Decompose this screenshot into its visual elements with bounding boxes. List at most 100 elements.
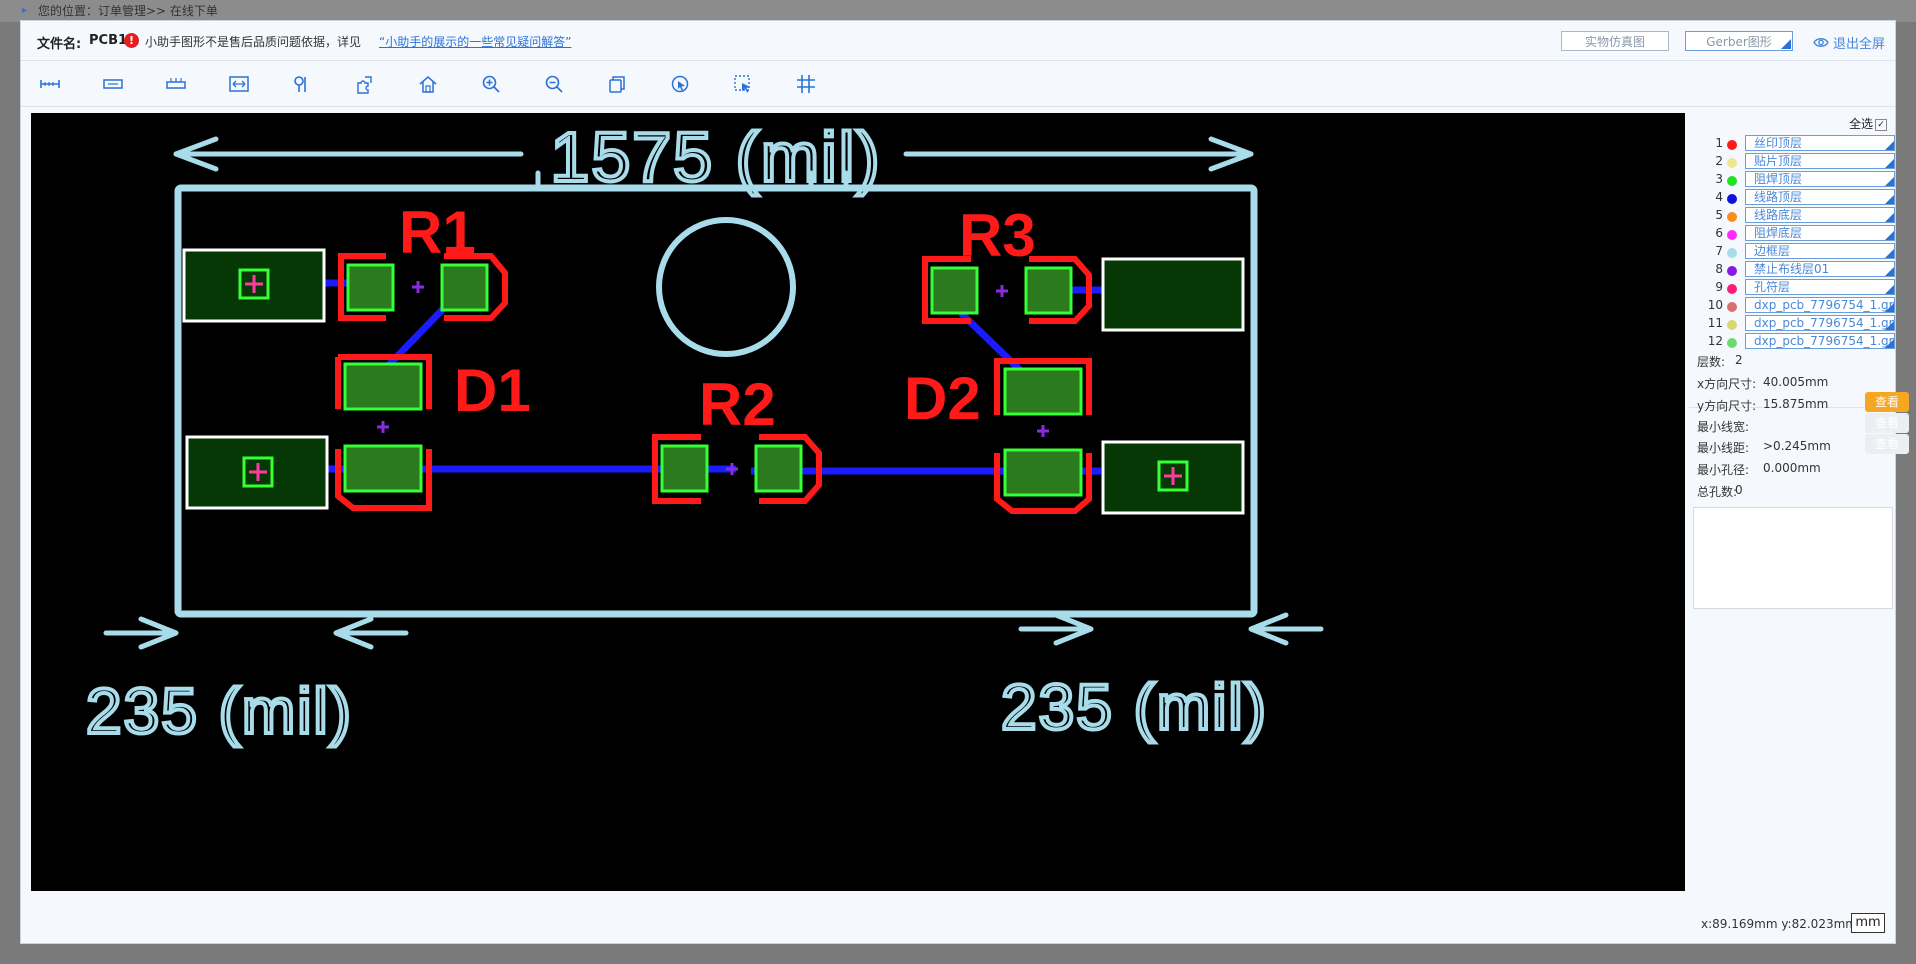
pin-icon[interactable] (291, 73, 313, 95)
layer-select[interactable]: 丝印顶层 (1745, 135, 1895, 151)
layer-row[interactable]: 4 线路顶层 (1689, 187, 1897, 209)
select-all-toggle[interactable]: 全选✓ (1849, 115, 1888, 132)
file-name: PCB1 (89, 33, 128, 48)
layer-row[interactable]: 12 dxp_pcb_7796754_1.gpt (1689, 331, 1897, 353)
view-min-width-button[interactable]: 查看 (1865, 413, 1909, 433)
layer-number: 12 (1707, 334, 1723, 348)
info-min-width: 最小线宽: (1697, 418, 1749, 435)
view-y-size-button[interactable]: 查看 (1865, 392, 1909, 412)
connector-pad-right-bottom (1101, 440, 1245, 515)
corner-mark-icon (1885, 231, 1894, 240)
layer-select[interactable]: 阻焊底层 (1745, 225, 1895, 241)
layer-select[interactable]: 线路底层 (1745, 207, 1895, 223)
home-icon[interactable] (417, 73, 439, 95)
layer-row[interactable]: 9 孔符层 (1689, 277, 1897, 299)
breadcrumb: ▸ 您的位置：订单管理>> 在线下单 (0, 0, 1916, 22)
zoom-out-icon[interactable] (543, 73, 565, 95)
corner-mark-icon (1885, 195, 1894, 204)
info-min-gap: 最小线距: >0.245mm (1697, 439, 1831, 456)
layer-select[interactable]: dxp_pcb_7796754_1.gpb (1745, 297, 1895, 313)
info-x-size-label: x方向尺寸: (1697, 377, 1757, 391)
info-min-hole: 最小孔径: 0.000mm (1697, 461, 1821, 478)
layer-name: 阻焊底层 (1754, 226, 1803, 240)
layer-number: 6 (1715, 226, 1723, 240)
layer-select[interactable]: 线路顶层 (1745, 189, 1895, 205)
gerber-view-button[interactable]: Gerber图形 (1685, 31, 1793, 51)
layer-row[interactable]: 2 贴片顶层 (1689, 151, 1897, 173)
label-r3: R3 (959, 202, 1036, 269)
faq-link[interactable]: “小助手的展示的一些常见疑问解答” (379, 35, 572, 49)
layer-row[interactable]: 6 阻焊底层 (1689, 223, 1897, 245)
connector-pad-left-bottom (185, 435, 329, 510)
measure-width-icon[interactable] (165, 73, 187, 95)
notes-box[interactable] (1693, 507, 1893, 609)
component-d1 (335, 354, 432, 511)
layer-number: 4 (1715, 190, 1723, 204)
layer-color-dot (1727, 230, 1737, 240)
layer-select[interactable]: dxp_pcb_7796754_1.gpt (1745, 315, 1895, 331)
board-outline (174, 184, 1258, 618)
corner-mark-icon (1781, 39, 1791, 49)
layer-name: dxp_pcb_7796754_1.gpt (1754, 316, 1895, 330)
layer-name: 线路底层 (1754, 208, 1803, 222)
info-min-gap-value: >0.245mm (1763, 439, 1831, 453)
layer-color-dot (1727, 320, 1737, 330)
layer-select[interactable]: dxp_pcb_7796754_1.gpt (1745, 333, 1895, 349)
info-layers-value: 2 (1735, 353, 1743, 367)
layer-row[interactable]: 5 线路底层 (1689, 205, 1897, 227)
layer-name: 丝印顶层 (1754, 136, 1803, 150)
real-simulation-button[interactable]: 实物仿真图 (1561, 31, 1669, 51)
info-hole-count-value: 0 (1735, 483, 1743, 497)
fit-width-icon[interactable] (228, 73, 250, 95)
layer-number: 1 (1715, 136, 1723, 150)
layer-name: 阻焊顶层 (1754, 172, 1803, 186)
notice-text: 小助手图形不是售后品质问题依据，详见 (145, 35, 362, 49)
info-y-size-label: y方向尺寸: (1697, 399, 1757, 413)
corner-mark-icon (1885, 303, 1894, 312)
layer-number: 2 (1715, 154, 1723, 168)
info-x-size-value: 40.005mm (1763, 375, 1829, 389)
layer-select[interactable]: 边框层 (1745, 243, 1895, 259)
layer-number: 5 (1715, 208, 1723, 222)
layer-color-dot (1727, 140, 1737, 150)
corner-mark-icon (1885, 339, 1894, 348)
layer-number: 9 (1715, 280, 1723, 294)
layer-select[interactable]: 贴片顶层 (1745, 153, 1895, 169)
copy-icon[interactable] (606, 73, 628, 95)
dimension-top (173, 136, 1254, 188)
grid-icon[interactable] (795, 73, 817, 95)
select-all-checkbox[interactable]: ✓ (1875, 118, 1888, 131)
measure-icon[interactable] (39, 73, 61, 95)
zoom-in-icon[interactable] (480, 73, 502, 95)
viewer-header: 文件名: PCB1 ! 小助手图形不是售后品质问题依据，详见 “小助手的展示的一… (21, 21, 1895, 61)
panel-divider (1689, 407, 1897, 408)
measure-spacing-icon[interactable] (102, 73, 124, 95)
label-r1: R1 (399, 199, 476, 266)
select-area-icon[interactable] (732, 73, 754, 95)
connector-pad-right-top (1101, 257, 1245, 332)
cursor-coordinates: x:89.169mm y:82.023mm (1701, 917, 1857, 931)
unit-toggle[interactable]: mm (1851, 913, 1885, 933)
breadcrumb-text: 您的位置：订单管理>> 在线下单 (38, 4, 218, 18)
layer-color-dot (1727, 194, 1737, 204)
puzzle-icon[interactable] (354, 73, 376, 95)
info-min-gap-label: 最小线距: (1697, 441, 1750, 455)
gerber-viewer-modal: 文件名: PCB1 ! 小助手图形不是售后品质问题依据，详见 “小助手的展示的一… (20, 20, 1909, 944)
layer-select[interactable]: 阻焊顶层 (1745, 171, 1895, 187)
connector-pad-left-top (182, 248, 326, 323)
layer-row[interactable]: 1 丝印顶层 (1689, 133, 1897, 155)
layer-select[interactable]: 孔符层 (1745, 279, 1895, 295)
pcb-canvas[interactable]: 1575 (mil) 235 (mil) 235 (mil) (31, 113, 1685, 891)
exit-fullscreen-button[interactable]: 退出全屏 (1813, 33, 1885, 52)
corner-mark-icon (1885, 141, 1894, 150)
pointer-icon[interactable] (669, 73, 691, 95)
gerber-view-label: Gerber图形 (1706, 35, 1772, 49)
layer-select[interactable]: 禁止布线层01 (1745, 261, 1895, 277)
exit-fullscreen-label: 退出全屏 (1833, 37, 1886, 52)
view-min-gap-button[interactable]: 查看 (1865, 434, 1909, 454)
